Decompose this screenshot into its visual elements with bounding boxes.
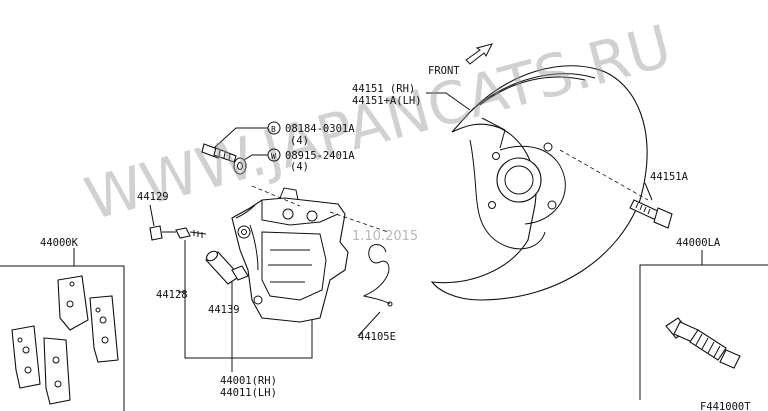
label-shield-rh: 44151 (RH) (352, 83, 415, 95)
label-spring-44105E: 44105E (358, 331, 396, 343)
bolt-44151A (559, 149, 673, 229)
repair-kit-box (639, 264, 768, 400)
bleeder-screw (175, 227, 207, 239)
washer-08915 (233, 157, 247, 175)
caliper-assembly (231, 185, 389, 323)
dust-shield (430, 65, 648, 301)
marker-b-circle (267, 121, 281, 135)
bolt-08184 (201, 143, 237, 163)
wear-sensor (149, 225, 176, 241)
front-arrow (465, 43, 493, 65)
label-pin-44139: 44139 (208, 304, 240, 316)
label-bolt-08184-qty: (4) (290, 135, 309, 147)
label-sensor-44129: 44129 (137, 191, 169, 203)
label-washer-08915: 08915-2401A (285, 150, 355, 162)
label-figure-code: F441000T (700, 401, 751, 411)
label-bolt-44151A: 44151A (650, 171, 689, 183)
label-caliper-lh: 44011(LH) (220, 387, 277, 399)
marker-b: B (271, 125, 276, 134)
marker-w: W (271, 152, 276, 161)
label-caliper-rh: 44001(RH) (220, 375, 277, 387)
label-washer-08915-qty: (4) (290, 161, 309, 173)
marker-w-circle (267, 148, 281, 162)
label-repair-kit: 44000LA (676, 237, 721, 249)
label-bolt-08184: 08184-0301A (285, 123, 355, 135)
label-pad-kit: 44000K (40, 237, 79, 249)
leader-lines (73, 92, 703, 372)
spring-clip (362, 244, 393, 307)
label-bleeder-44128: 44128 (156, 289, 188, 301)
label-front: FRONT (428, 65, 460, 77)
label-shield-lh: 44151+A(LH) (352, 95, 422, 107)
guide-pin (205, 250, 249, 285)
pad-kit-box (0, 265, 125, 411)
watermark-date: 1.10.2015 (352, 229, 418, 244)
